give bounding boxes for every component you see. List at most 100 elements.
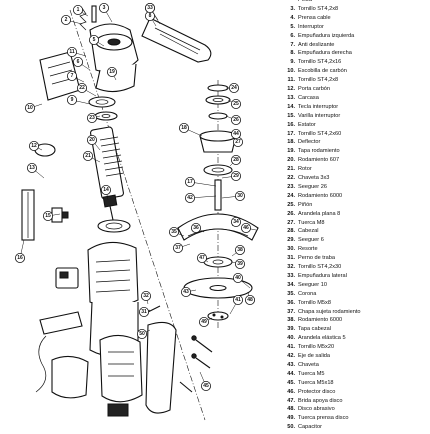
callout-number: 3: [103, 5, 106, 11]
stator: [34, 51, 81, 157]
callout-number: 38: [237, 247, 243, 253]
callout-number: 35: [171, 229, 177, 235]
callout-number: 43: [183, 289, 189, 295]
parts-list-row: 47.Brida apoya disco: [283, 397, 430, 405]
part-number: 41.: [287, 344, 295, 351]
parts-list-row: 4.Prensa cable: [283, 14, 430, 22]
parts-list-row: 10.Escobilla de carbón: [283, 67, 430, 75]
callout-16: 16: [14, 239, 25, 263]
callout-number: 44: [233, 131, 239, 137]
part-number: 9.: [290, 59, 295, 66]
part-number: 14.: [287, 103, 295, 110]
part-number: 27.: [287, 219, 295, 226]
part-number: 45.: [287, 379, 295, 386]
part-number: 23.: [287, 183, 295, 190]
callout-31: 31: [138, 306, 151, 317]
abrasive-disc: [183, 277, 253, 299]
callout-44: 44: [230, 128, 241, 139]
callout-41: 41: [229, 294, 243, 315]
callout-10: 10: [24, 103, 43, 114]
parts-list-row: 38.Rodamiento 6000: [283, 316, 430, 324]
part-number: 32.: [287, 264, 295, 270]
parts-list-row: 50.Capacitor: [283, 423, 430, 431]
parts-list-row: 28.Cabezal: [283, 227, 430, 235]
callout-49: 49: [198, 316, 213, 327]
part-number: 8.: [290, 50, 295, 57]
parts-list-row: 17.Tornillo ST4,2x60: [283, 130, 430, 138]
part-number: 48.: [287, 406, 295, 413]
callout-7: 7: [67, 71, 85, 83]
callout-number: 11: [69, 49, 75, 55]
callout-number: 48: [247, 297, 253, 303]
parts-list-row: 26.Arandela plana 8: [283, 210, 430, 218]
assembly-axis: [69, 9, 206, 421]
part-label: Empuñadura lateral: [298, 272, 347, 279]
part-label: Brida apoya disco: [298, 397, 343, 404]
part-number: 7.: [290, 41, 295, 48]
callout-number: 31: [141, 309, 147, 315]
parts-list-row: 5.Interruptor: [283, 23, 430, 31]
callout-47: 47: [196, 252, 209, 263]
callout-29: 29: [221, 170, 241, 181]
parts-list-row: 23.Seeguer 26: [283, 183, 430, 191]
part-number: 37.: [287, 308, 295, 315]
part-label: Piñón: [298, 201, 313, 208]
part-label: Rodamiento 607: [298, 157, 340, 164]
part-label: Tuerca M5x18: [298, 379, 334, 386]
part-label: Capacitor: [298, 424, 322, 431]
callout-20: 20: [87, 134, 101, 151]
part-number: 13.: [287, 94, 295, 101]
part-number: 44.: [287, 370, 295, 377]
callout-25: 25: [227, 99, 241, 110]
part-label: Deflector: [298, 139, 321, 146]
part-label: Tuerca prensa disco: [298, 415, 349, 422]
callout-23: 23: [87, 113, 101, 124]
callout-11: 11: [67, 47, 87, 58]
part-number: 34.: [287, 281, 295, 288]
part-label: Tuerca M5: [298, 370, 325, 377]
part-number: 15.: [287, 112, 295, 119]
parts-list-row: 40.Arandela elástica 5: [283, 334, 430, 342]
parts-list-row: 30.Resorte: [283, 245, 430, 253]
part-number: 33.: [287, 272, 295, 279]
parts-list-row: 18.Deflector: [283, 138, 430, 146]
part-number: 30.: [287, 246, 295, 253]
parts-list-row: 3.Tornillo ST4,2x8: [283, 5, 430, 13]
callout-17: 17: [184, 176, 217, 187]
part-number: 42.: [287, 353, 295, 359]
parts-list-row: 31.Perno de traba: [283, 254, 430, 262]
part-label: Empuñadura izquierda: [298, 32, 355, 39]
callout-number: 28: [233, 157, 239, 163]
part-label: Tecla interruptor: [298, 103, 339, 110]
part-label: Seeguer 26: [298, 183, 327, 190]
parts-list-row: 11.Tornillo ST4,2x8: [283, 76, 430, 84]
parts-list-row: 22.Chaveta 3x3: [283, 174, 430, 182]
part-label: Prensa cable: [298, 14, 331, 21]
callout-number: 13: [29, 165, 35, 171]
part-label: Chaveta 3x3: [298, 175, 330, 181]
callout-number: 49: [201, 319, 207, 325]
lock-pin: [79, 5, 97, 31]
callout-number: 22: [79, 85, 85, 91]
rotor: [90, 126, 125, 221]
part-label: Tuerca M8: [298, 219, 325, 226]
part-label: Tornillo M5x20: [298, 344, 335, 351]
callout-number: 37: [175, 245, 181, 251]
parts-list-row: 45.Tuerca M5x18: [283, 379, 430, 387]
callout-number: 12: [31, 143, 37, 149]
callout-39: 39: [231, 258, 245, 269]
part-label: Varilla interruptor: [298, 112, 341, 119]
part-number: 10.: [287, 68, 295, 75]
part-label: Seeguer 10: [298, 281, 327, 288]
part-label: Escobilla de carbón: [298, 68, 347, 75]
part-label: Corona: [298, 290, 317, 297]
part-number: 4.: [290, 14, 295, 21]
part-label: Eje de salida: [298, 353, 331, 359]
callout-38: 38: [231, 244, 245, 257]
part-number: 29.: [287, 237, 295, 244]
callout-number: 1: [77, 7, 80, 13]
part-label: Tornillo ST4,2x16: [298, 59, 342, 66]
callout-43: 43: [180, 286, 197, 297]
parts-list-row: 32.Tornillo ST4,2x30: [283, 263, 430, 271]
callout-number: 21: [85, 153, 91, 159]
